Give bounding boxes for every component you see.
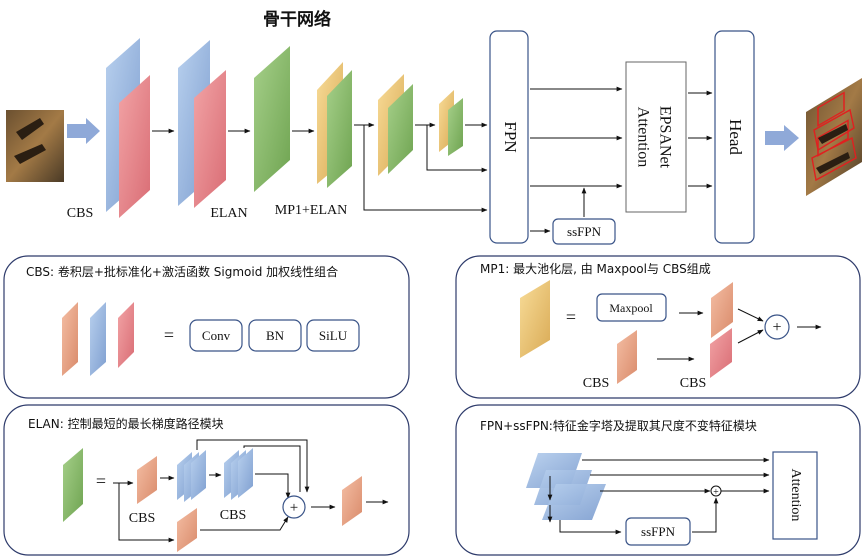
epsanet-attention-box: [625, 61, 687, 213]
fpn-arrow-ssfpn-plus: [692, 497, 719, 533]
elan-arrow-bottom-plus: [200, 516, 289, 531]
fpn-box: [489, 30, 529, 244]
cbs-bn-box: BN: [248, 319, 302, 352]
elan-panel-title: ELAN: 控制最短的最长梯度路径模块: [28, 416, 224, 431]
head-label: Head: [726, 119, 745, 155]
mp1-arrow-lower-plus: [737, 329, 764, 344]
backbone-elan-label: ELAN: [210, 206, 247, 221]
arrow-stage2-fpn: [426, 125, 488, 173]
ssfpn-label: ssFPN: [567, 224, 602, 239]
elan-plus-label: +: [290, 500, 298, 516]
cbs-panel-block: [62, 302, 134, 376]
mp1-panel-block: [520, 280, 550, 358]
mp1-lower-right-cbs-block: [710, 328, 732, 378]
mp1-panel-title: MP1: 最大池化层, 由 Maxpool与 CBS组成: [480, 262, 711, 276]
output-detection-image-icon: [806, 78, 862, 196]
elan-arrow-stack2-plus: [255, 473, 291, 499]
svg-text:Conv: Conv: [202, 328, 231, 343]
fpn-ssfpn-panel-title: FPN+ssFPN:特征金字塔及提取其尺度不变特征模块: [480, 418, 757, 433]
elan-output-cbs-block: [342, 476, 362, 526]
cbs-panel-equals: =: [164, 325, 174, 345]
elan-arrow-bypass: [118, 483, 175, 543]
elan-plus-node: [282, 495, 306, 519]
cbs-panel-title: CBS: 卷积层+批标准化+激活函数 Sigmoid 加权线性组合: [26, 264, 338, 279]
elan-panel: [3, 404, 410, 556]
mp1-cbs-left-label: CBS: [583, 376, 609, 391]
fpn-arrow-ssfpn: [559, 520, 622, 535]
head-box: [714, 30, 755, 244]
fpn-panel-ssfpn-box: [625, 517, 691, 546]
elan-cbs-left-label: CBS: [129, 511, 155, 526]
elan-arrow-top-skip: [196, 439, 310, 493]
backbone-cbs-block: [106, 38, 150, 218]
backbone-stage2-block: [378, 74, 413, 176]
backbone-mp1-elan-label: MP1+ELAN: [275, 203, 347, 218]
fpn-attention-box: [772, 451, 818, 540]
elan-panel-equals: =: [96, 471, 106, 491]
fpn-attention-label: Attention: [788, 469, 803, 522]
cbs-silu-box: SiLU: [306, 319, 360, 352]
fpn-label: FPN: [501, 121, 520, 152]
backbone-green-block: [254, 46, 290, 192]
ssfpn-box: [552, 218, 616, 245]
elan-blue-stack-2: [224, 448, 253, 500]
epsanet-label: EPSANet: [656, 106, 673, 169]
backbone-title: 骨干网络: [263, 9, 331, 30]
backbone-elan-block: [178, 40, 226, 208]
backbone-stage3-block: [439, 90, 463, 156]
attention-label: Attention: [634, 107, 651, 167]
svg-text:BN: BN: [266, 328, 285, 343]
elan-panel-block: [63, 448, 83, 522]
elan-cbs-top-block: [137, 456, 157, 504]
mp1-plus-node: [764, 314, 790, 340]
input-image-icon: [6, 110, 64, 182]
mp1-plus-label: +: [772, 319, 781, 336]
mp1-panel: [455, 255, 861, 399]
svg-text:SiLU: SiLU: [319, 328, 348, 343]
mp1-arrow-upper-plus: [737, 308, 764, 322]
elan-arrow-mid-skip: [243, 445, 301, 492]
mp1-panel-equals: =: [566, 307, 576, 327]
svg-text:Maxpool: Maxpool: [609, 301, 653, 315]
cbs-conv-box: Conv: [189, 319, 243, 352]
elan-cbs-bottom-block: [177, 508, 197, 552]
backbone-mp1-elan-block: [317, 62, 352, 188]
elan-cbs-right-label: CBS: [220, 508, 246, 523]
input-arrow-icon: [67, 118, 100, 144]
elan-blue-stack-1: [177, 450, 206, 502]
arrow-mp1-fpn: [363, 125, 488, 213]
mp1-maxpool-box: Maxpool: [596, 293, 667, 322]
output-arrow-icon: [765, 125, 799, 151]
fpn-panel-ssfpn-label: ssFPN: [641, 524, 676, 539]
mp1-cbs-right-label: CBS: [680, 376, 706, 391]
fpn-plus-label: +: [713, 487, 719, 498]
mp1-upper-cbs-block: [711, 282, 733, 338]
backbone-cbs-label: CBS: [67, 206, 93, 221]
mp1-lower-left-cbs-block: [617, 330, 637, 384]
